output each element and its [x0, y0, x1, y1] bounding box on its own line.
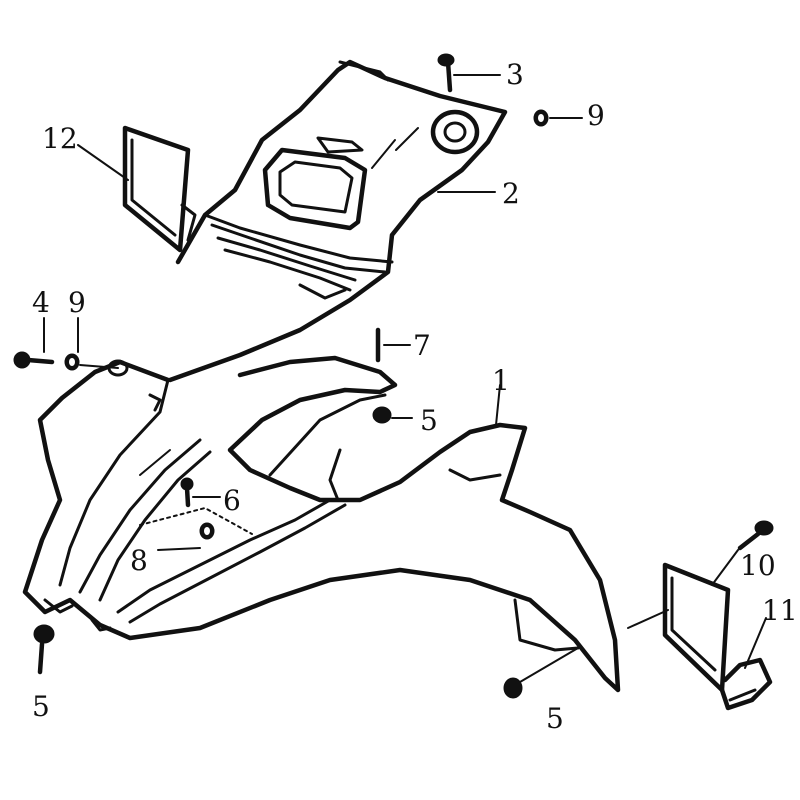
bolt-4	[13, 351, 55, 369]
nut-9-left	[64, 353, 80, 371]
callout-9-left: 9	[68, 286, 86, 319]
right-bracket-part-10-11	[662, 562, 773, 711]
upper-cowl-part	[167, 59, 508, 383]
callout-11: 11	[762, 594, 798, 627]
nut-8	[199, 522, 215, 540]
callout-9-top: 9	[587, 99, 605, 132]
callout-4: 4	[32, 286, 50, 319]
callout-1: 1	[492, 364, 510, 397]
leader-lines	[43, 74, 767, 683]
callout-2: 2	[502, 177, 520, 210]
bolt-3	[437, 53, 455, 93]
callout-6: 6	[223, 484, 241, 517]
callout-5-mid: 5	[420, 404, 438, 437]
bolt-10	[737, 520, 774, 551]
callout-3: 3	[506, 58, 524, 91]
nut-5-right	[503, 677, 523, 699]
callout-labels: 1 2 3 4 5 5 5 6 7 8 9 9 10 11 12	[32, 58, 798, 735]
callout-5-right: 5	[546, 702, 564, 735]
callout-10: 10	[740, 549, 776, 582]
nut-5-mid	[372, 406, 392, 424]
callout-12: 12	[42, 122, 78, 155]
bolt-6	[180, 477, 194, 508]
nut-9-top	[533, 109, 549, 127]
callout-8: 8	[130, 544, 148, 577]
callout-5-left: 5	[32, 690, 50, 723]
callout-7: 7	[413, 329, 431, 362]
front-fender-part	[22, 355, 621, 693]
nut-5-left	[33, 624, 55, 675]
left-bracket-part-12	[122, 125, 197, 253]
